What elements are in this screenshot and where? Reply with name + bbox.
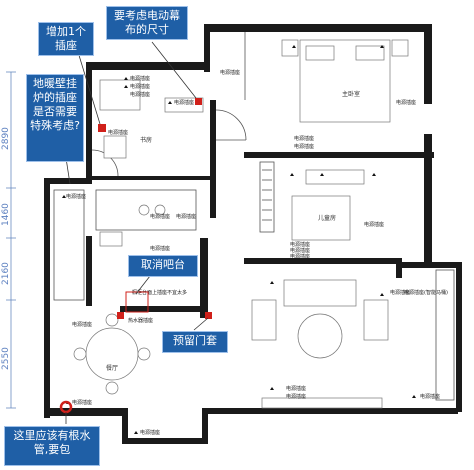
socket-label: 电源插座 bbox=[290, 253, 310, 260]
red-marker bbox=[205, 312, 212, 319]
socket-label: 电源插座 bbox=[290, 241, 310, 248]
callout-add-socket: 增加1个插座 bbox=[38, 22, 94, 56]
socket-label: 电源插座 bbox=[420, 393, 440, 400]
study-chair bbox=[103, 135, 127, 159]
kids-desk bbox=[305, 169, 365, 185]
dining-chair bbox=[137, 347, 151, 361]
bar-outline bbox=[125, 291, 149, 313]
socket-icon bbox=[270, 281, 274, 284]
armchair bbox=[251, 299, 277, 341]
study-desk bbox=[99, 79, 141, 111]
socket-icon bbox=[124, 77, 128, 80]
socket-icon bbox=[412, 395, 416, 398]
socket-label: 电源插座 bbox=[294, 135, 314, 142]
room-label-master-bedroom: 主卧室 bbox=[342, 90, 360, 98]
nightstand bbox=[391, 39, 409, 57]
socket-icon bbox=[290, 173, 294, 176]
socket-label: 电源插座 bbox=[286, 393, 306, 400]
sofa bbox=[283, 279, 357, 307]
socket-icon bbox=[380, 45, 384, 48]
socket-label: 电源插座 bbox=[72, 321, 92, 328]
socket-label: 电源插座(智能马桶) bbox=[404, 289, 448, 296]
socket-labels: 电源插座 电源插座 电源插座 电源插座 电源插座 电源插座 电源插座 电源插座 … bbox=[66, 69, 448, 436]
socket-label: 电源插座 bbox=[140, 429, 160, 436]
socket-icon bbox=[372, 173, 376, 176]
kids-bed bbox=[291, 195, 351, 241]
socket-label: 电源插座 bbox=[176, 213, 196, 220]
socket-label: 电源插座 bbox=[220, 69, 240, 76]
socket-label: 电源插座 bbox=[108, 129, 128, 136]
socket-label: 电源插座 bbox=[72, 399, 92, 406]
callout-water-pipe: 这里应该有根水管,要包 bbox=[4, 426, 100, 466]
nightstand bbox=[281, 39, 299, 57]
room-label-dining: 餐厅 bbox=[106, 364, 118, 372]
interior-lines bbox=[53, 32, 455, 401]
red-marker bbox=[98, 124, 106, 132]
dining-chair bbox=[73, 347, 87, 361]
sink bbox=[99, 231, 123, 247]
dining-chair bbox=[105, 381, 119, 395]
master-pillow bbox=[355, 45, 385, 61]
socket-label: 电源插座 bbox=[150, 245, 170, 252]
dining-chair bbox=[105, 313, 119, 327]
socket-icon bbox=[124, 85, 128, 88]
socket-icon bbox=[380, 293, 384, 296]
kitchen-note: 橱柜台面上插座不宜太多 bbox=[132, 289, 187, 296]
tv-cabinet bbox=[261, 397, 383, 409]
armchair bbox=[363, 299, 389, 341]
red-marker bbox=[195, 98, 202, 105]
walls bbox=[44, 24, 462, 444]
callout-door-cover: 预留门套 bbox=[162, 331, 228, 353]
stove-burner bbox=[138, 204, 150, 216]
callout-boiler: 地暖壁挂炉的插座是否需要特殊考虑? bbox=[26, 74, 84, 162]
dimension-label: 2160 bbox=[1, 262, 11, 285]
dimension-label: 2550 bbox=[1, 347, 11, 370]
study-bookshelf bbox=[164, 97, 204, 113]
callout-cancel-bar: 取消吧台 bbox=[128, 255, 198, 277]
socket-label: 电源插座 bbox=[364, 221, 384, 228]
dimension-strip: 2890 1460 2160 2550 bbox=[1, 71, 16, 409]
dimension-label: 1460 bbox=[1, 203, 11, 226]
socket-icon bbox=[134, 431, 138, 434]
socket-label: 电源插座 bbox=[130, 83, 150, 90]
water-heater-label: 热水器插座 bbox=[128, 317, 153, 324]
socket-icon bbox=[62, 195, 66, 198]
room-label-kids: 儿童房 bbox=[318, 214, 336, 222]
socket-label: 电源插座 bbox=[150, 213, 170, 220]
socket-label: 电源插座 bbox=[290, 247, 310, 254]
socket-label: 电源插座 bbox=[390, 289, 410, 296]
socket-label: 电源插座 bbox=[174, 99, 194, 106]
socket-icon bbox=[292, 45, 296, 48]
socket-icon bbox=[270, 387, 274, 390]
furniture bbox=[73, 39, 409, 409]
stove-burner bbox=[154, 204, 166, 216]
socket-symbols bbox=[62, 45, 416, 434]
master-pillow bbox=[305, 45, 335, 61]
socket-icon bbox=[320, 173, 324, 176]
socket-label: 电源插座 bbox=[130, 91, 150, 98]
dining-table bbox=[85, 327, 139, 381]
room-labels: 书房 主卧室 儿童房 餐厅 bbox=[106, 90, 360, 372]
coffee-table bbox=[297, 313, 343, 359]
socket-label: 电源插座 bbox=[396, 99, 416, 106]
socket-label: 电源插座 bbox=[294, 143, 314, 150]
socket-icon bbox=[168, 101, 172, 104]
dimension-label: 2890 bbox=[1, 127, 11, 150]
callout-leaders bbox=[65, 41, 209, 424]
room-label-study: 书房 bbox=[140, 136, 152, 144]
socket-label: 电源插座 bbox=[66, 193, 86, 200]
socket-label: 电源插座 bbox=[286, 385, 306, 392]
red-marker bbox=[117, 312, 124, 319]
socket-label: 电源插座 bbox=[130, 75, 150, 82]
callout-curtain: 要考虑电动幕布的尺寸 bbox=[106, 6, 188, 40]
